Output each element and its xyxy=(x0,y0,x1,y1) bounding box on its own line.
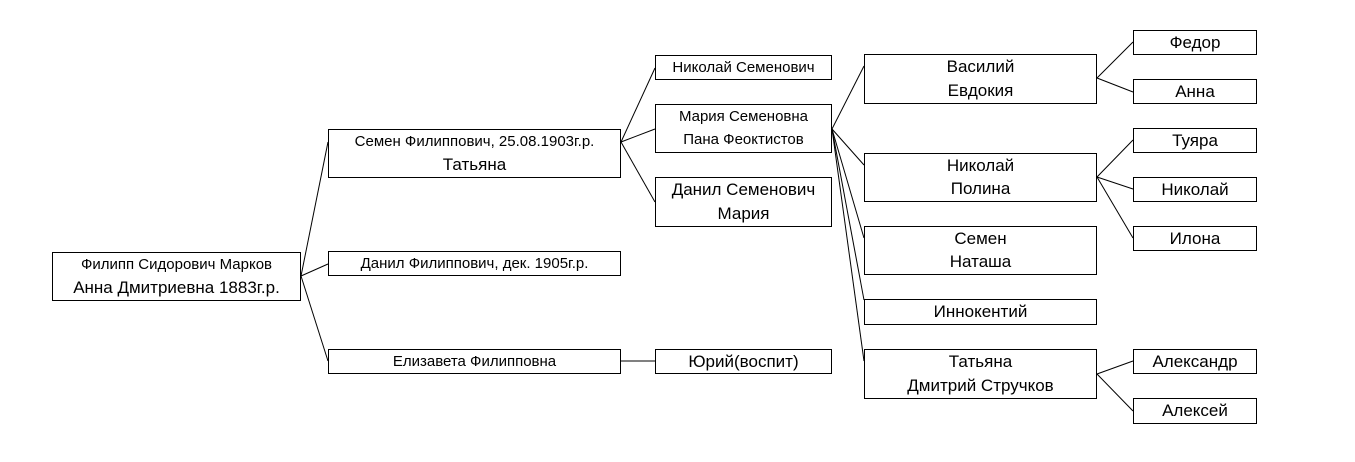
connector-line xyxy=(1096,360,1134,375)
person-yuriy: Юрий(воспит) xyxy=(655,349,832,374)
person-nikolay-semenovich: Николай Семенович xyxy=(655,55,832,80)
person-anna-vasilievna: Анна xyxy=(1133,79,1257,104)
connector-line xyxy=(831,128,865,301)
connector-line xyxy=(620,67,656,143)
person-fedor: Федор xyxy=(1133,30,1257,55)
person-tatyana-pana: Татьяна xyxy=(864,349,1097,374)
connector-line xyxy=(620,128,656,143)
person-filipp: Филипп Сидорович Марков xyxy=(52,252,301,277)
person-elizaveta: Елизавета Филипповна xyxy=(328,349,621,374)
person-polina: Полина xyxy=(864,177,1097,202)
person-semen-filippovich: Семен Филиппович, 25.08.1903г.р. xyxy=(328,129,621,154)
person-semen-pana: Семен xyxy=(864,226,1097,251)
connector-line xyxy=(1096,41,1134,79)
person-aleksandr: Александр xyxy=(1133,349,1257,374)
connector-line xyxy=(831,128,865,166)
connector-line xyxy=(300,141,329,277)
person-tuyara: Туяра xyxy=(1133,128,1257,153)
person-pana-feoktistov: Пана Феоктистов xyxy=(655,128,832,153)
person-aleksey: Алексей xyxy=(1133,398,1257,424)
person-mariya-semenovna: Мария Семеновна xyxy=(655,104,832,129)
connector-line xyxy=(831,128,865,239)
person-nikolay-pana: Николай xyxy=(864,153,1097,178)
connector-line xyxy=(1096,176,1134,239)
person-anna-dmitrievna: Анна Дмитриевна 1883г.р. xyxy=(52,276,301,301)
person-tatyana-spouse: Татьяна xyxy=(328,153,621,178)
person-danil-semenovich: Данил Семенович xyxy=(655,177,832,202)
connector-line xyxy=(1096,176,1134,190)
connector-line xyxy=(1096,77,1134,93)
person-mariya-spouse: Мария xyxy=(655,201,832,227)
person-danil-filippovich: Данил Филиппович, дек. 1905г.р. xyxy=(328,251,621,276)
person-natasha: Наташа xyxy=(864,250,1097,275)
connector-line xyxy=(620,141,656,203)
person-innokentiy: Иннокентий xyxy=(864,299,1097,325)
person-vasiliy: Василий xyxy=(864,54,1097,79)
person-ilona: Илона xyxy=(1133,226,1257,251)
connector-line xyxy=(1096,373,1134,412)
person-dmitriy-struchkov: Дмитрий Стручков xyxy=(864,373,1097,399)
person-nikolay-child: Николай xyxy=(1133,177,1257,202)
connector-line xyxy=(831,128,865,362)
connector-line xyxy=(300,263,329,277)
connector-line xyxy=(831,65,865,130)
connector-line xyxy=(300,275,329,362)
connector-line xyxy=(1096,139,1134,178)
person-evdokiya: Евдокия xyxy=(864,78,1097,104)
